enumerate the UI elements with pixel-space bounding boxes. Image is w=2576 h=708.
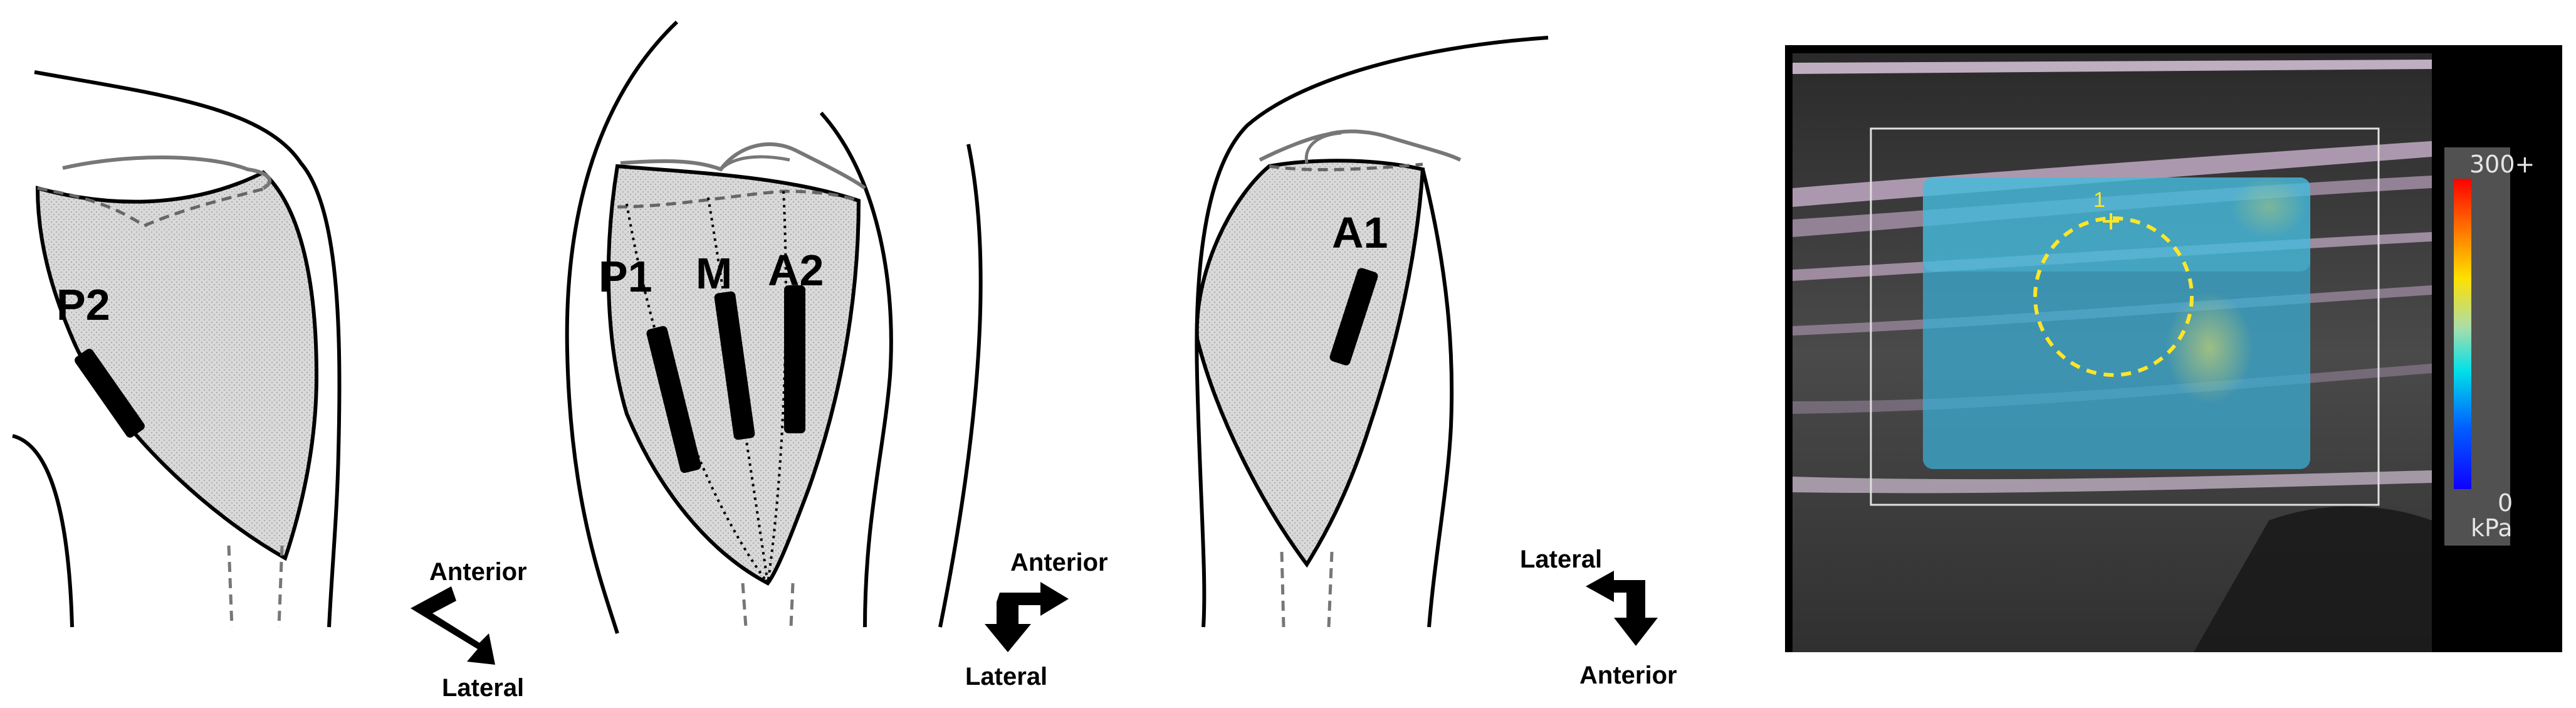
roi-crosshair xyxy=(2103,213,2119,230)
acromion-dashed xyxy=(1269,162,1423,172)
fiber-line-posterior xyxy=(626,203,769,584)
body-outline xyxy=(565,20,679,634)
elastography-image: 1 300+ 0 kPa xyxy=(1785,45,2562,652)
deltoid-muscle xyxy=(35,170,319,561)
arm-outline xyxy=(12,434,74,628)
arm-outline-far xyxy=(938,144,983,628)
segment-label-a2: A2 xyxy=(768,246,824,295)
arrow-shape xyxy=(985,582,1069,652)
arrow-label-lateral: Lateral xyxy=(1520,546,1602,573)
stiffness-hotspot xyxy=(2165,292,2253,404)
body-outline xyxy=(1195,36,1549,628)
panel-anterior-view: A1 Lateral Anterior xyxy=(1195,36,1677,689)
acromion-dashed xyxy=(617,189,859,209)
sample-box xyxy=(1870,127,2380,506)
deltoid-muscle xyxy=(1195,159,1425,568)
direction-arrow: Anterior Lateral xyxy=(965,549,1108,690)
arrow-shape xyxy=(1586,571,1658,646)
arrow-label-anterior: Anterior xyxy=(1010,549,1108,576)
fiber-line-anterior xyxy=(767,191,787,584)
arrow-label-anterior: Anterior xyxy=(1579,662,1677,689)
scale-max-label: 300+ xyxy=(2469,151,2535,178)
direction-arrow: Lateral Anterior xyxy=(1520,546,1677,689)
stiffness-color-map-upper xyxy=(1923,177,2310,272)
segment-label-p2: P2 xyxy=(56,280,110,329)
segment-label-a1: A1 xyxy=(1332,208,1388,257)
acromion-outline-2 xyxy=(1304,131,1342,164)
arm-outline xyxy=(819,111,893,628)
acromion-outline xyxy=(1259,129,1462,162)
arm-outline xyxy=(1421,169,1454,628)
acromion-outline xyxy=(620,142,866,190)
stiffness-hotspot-2 xyxy=(2231,176,2306,238)
humerus-dashed xyxy=(1280,551,1334,628)
panel-posterior-view: P2 Anterior Lateral xyxy=(12,70,527,702)
acromion-outline-2 xyxy=(720,155,790,171)
probe-a2 xyxy=(784,285,805,433)
segment-label-p1: P1 xyxy=(599,252,652,301)
segment-label-m: M xyxy=(696,249,732,298)
roi-marker-label: 1 xyxy=(2093,188,2105,212)
scale-min-label: 0 xyxy=(2498,489,2513,517)
scale-unit-label: kPa xyxy=(2471,514,2513,542)
probe-a1 xyxy=(1329,268,1378,366)
acromion-dashed xyxy=(37,186,267,228)
humerus-dashed xyxy=(227,545,284,628)
arrow-shape xyxy=(411,586,495,665)
body-outline xyxy=(34,70,342,628)
direction-arrow: Anterior Lateral xyxy=(411,558,527,702)
measurement-roi xyxy=(2033,216,2194,377)
humerus-dashed xyxy=(741,583,795,628)
acromion-outline xyxy=(62,156,272,190)
color-scale-bar xyxy=(2454,179,2471,489)
arrow-label-anterior: Anterior xyxy=(429,558,527,586)
panel-lateral-view: P1 M A2 Anterior Lateral xyxy=(565,20,1108,690)
arrow-label-lateral: Lateral xyxy=(965,663,1047,690)
probe-p2 xyxy=(75,349,145,438)
probe-p1 xyxy=(646,325,701,473)
arrow-label-lateral: Lateral xyxy=(442,674,524,702)
probe-m xyxy=(714,291,755,440)
